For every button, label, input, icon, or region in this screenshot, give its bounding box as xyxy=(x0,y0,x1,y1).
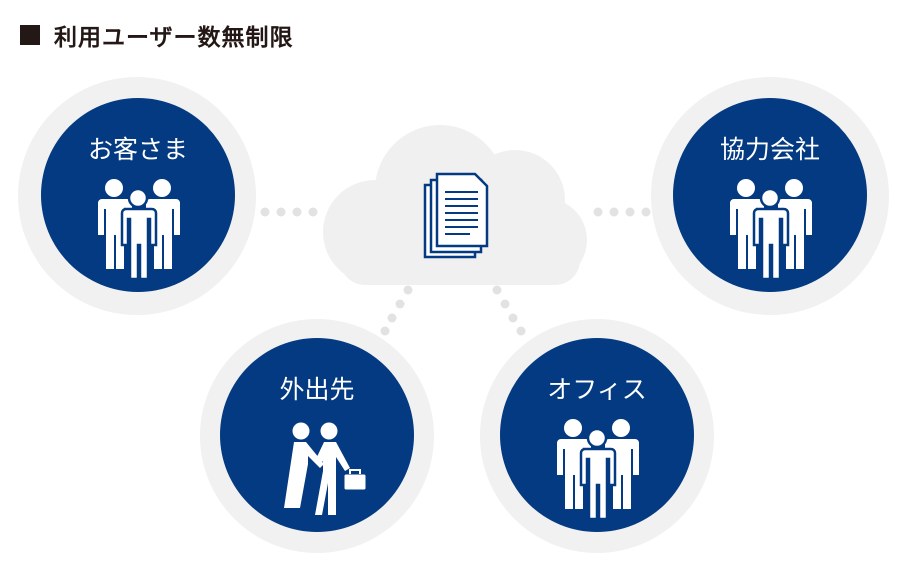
group-icon xyxy=(557,419,639,519)
group-icon xyxy=(98,179,180,279)
section-title-text: 利用ユーザー数無制限 xyxy=(54,25,294,51)
node-label: オフィス xyxy=(547,375,647,404)
group-icon xyxy=(730,179,812,279)
node-label: 外出先 xyxy=(279,375,354,404)
node-outside: 外出先 xyxy=(200,319,434,553)
documents-icon xyxy=(423,172,489,259)
node-partners: 協力会社 xyxy=(651,77,889,315)
node-label: お客さま xyxy=(88,135,188,164)
connector-left xyxy=(260,207,318,217)
connector-lower-right xyxy=(492,285,526,336)
connector-lower-left xyxy=(380,285,413,336)
node-customers: お客さま xyxy=(18,77,256,315)
handshake-icon xyxy=(284,422,367,515)
node-office: オフィス xyxy=(480,319,714,553)
connector-right xyxy=(593,207,651,217)
section-title: 利用ユーザー数無制限 xyxy=(20,18,294,52)
node-label: 協力会社 xyxy=(720,135,820,164)
square-bullet-icon xyxy=(20,25,40,45)
